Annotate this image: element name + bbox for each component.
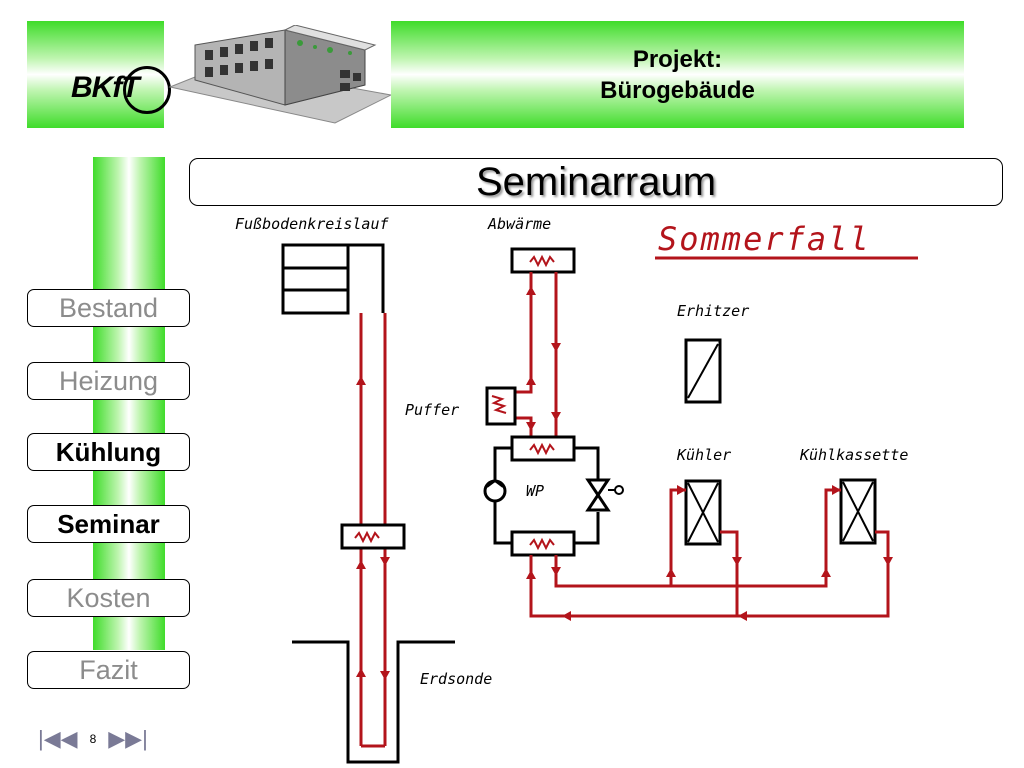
logo-ring [123,66,171,114]
label-waste-heat: Abwärme [487,215,551,233]
project-title-panel: Projekt: Bürogebäude [391,21,964,128]
label-cooler: Kühler [676,446,731,464]
waste-heat-coil [529,254,555,268]
label-ground-probe: Erdsonde [420,670,492,688]
pager: |◀◀ 8 ▶▶| [38,726,148,752]
compressor-arrow [486,479,504,488]
nav-kosten-button[interactable]: Kosten [27,579,190,617]
section-title: Seminarraum [189,158,1003,206]
project-title-line1: Projekt: [632,45,723,73]
heater-diagonal [687,343,719,399]
ground-probe [292,640,455,764]
nav-fazit-button[interactable]: Fazit [27,651,190,689]
heat-pump-circuit [493,435,600,557]
label-heater: Erhitzer [677,302,749,320]
hp-condenser-coil [529,537,555,551]
flow-arrows-left [356,376,390,680]
building-image [168,25,391,124]
first-page-icon[interactable]: |◀◀ [38,726,78,751]
waste-heat-pipes [515,272,558,438]
flow-arrows-bottom [526,485,893,621]
cooler-cross [687,482,719,543]
nav-bestand-button[interactable]: Bestand [27,289,190,327]
label-buffer: Puffer [405,401,459,419]
flow-arrows-top [526,286,561,431]
nav-seminar-button[interactable]: Seminar [27,505,190,543]
sidebar-decor [93,157,165,650]
nav-heizung-button[interactable]: Heizung [27,362,190,400]
label-floor-circuit: Fußbodenkreislauf [235,215,389,233]
floor-heating-coil [281,243,385,315]
ground-exchanger-coil [354,530,380,544]
valve-actuator [614,485,624,495]
expansion-valve-icon [585,478,611,512]
cassette-cross [842,481,874,542]
nav-kuehlung-button[interactable]: Kühlung [27,433,190,471]
buffer-coil [491,395,507,414]
page-number: 8 [89,732,97,746]
project-title-line2: Bürogebäude [600,76,755,104]
logo: BKfT [71,71,140,104]
hp-evaporator-coil [529,442,555,456]
label-cooling-cassette: Kühlkassette [799,446,908,464]
logo-panel: BKfT [27,21,171,128]
compressor-icon [483,479,507,503]
last-page-icon[interactable]: ▶▶| [108,726,148,751]
label-heat-pump: WP [526,482,544,500]
label-case-title: Sommerfall [658,220,871,258]
